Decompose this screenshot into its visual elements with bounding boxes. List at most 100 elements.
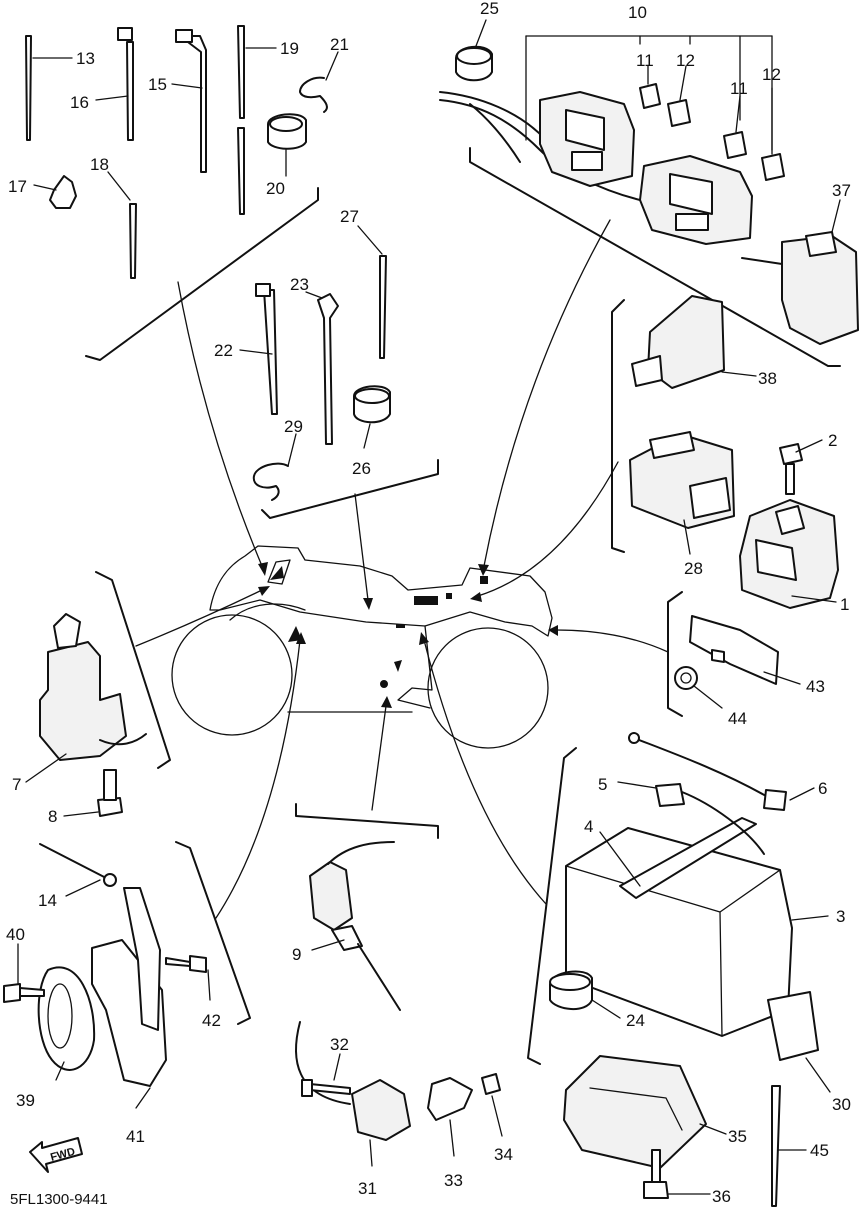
relays-group [629, 295, 839, 609]
screw-8 [63, 769, 123, 817]
callout-11a: 11 [636, 51, 654, 70]
cable-tie-15 [171, 29, 207, 173]
switch-31 [351, 1079, 411, 1167]
damper-12b [761, 87, 785, 181]
callout-23: 23 [290, 275, 309, 294]
clamp-24 [549, 970, 621, 1019]
relay-38 [631, 295, 757, 389]
clamp-21 [299, 51, 339, 113]
collar-34 [481, 1073, 503, 1137]
callout-13: 13 [76, 49, 95, 68]
callout-33: 33 [444, 1171, 463, 1190]
battery-band-4 [599, 817, 757, 899]
bolt-32 [301, 1053, 351, 1097]
callout-28: 28 [684, 559, 703, 578]
callout-32: 32 [330, 1035, 349, 1054]
damper-plate-43 [689, 615, 801, 685]
ignitor-unit-1 [539, 91, 635, 187]
clamp-29 [252, 433, 297, 501]
horn-group [3, 843, 211, 1109]
callout-18: 18 [90, 155, 109, 174]
callout-2: 2 [828, 431, 837, 450]
cable-tie-19 [237, 25, 277, 215]
grommet-20 [267, 113, 307, 177]
band-and-holder-group [239, 225, 391, 501]
callout-36: 36 [712, 1187, 731, 1206]
callout-26: 26 [352, 459, 371, 478]
damper-12a [667, 65, 691, 127]
cable-tie-22 [239, 283, 278, 415]
lead-wire [295, 1021, 351, 1105]
callout-27: 27 [340, 207, 359, 226]
callout-1: 1 [840, 595, 849, 614]
clamp-25 [455, 19, 493, 82]
callout-38: 38 [758, 369, 777, 388]
callout-11b: 11 [730, 79, 748, 98]
leader-arrows [135, 219, 669, 919]
bracket-33 [427, 1077, 473, 1157]
callout-8: 8 [48, 807, 57, 826]
callout-42: 42 [202, 1011, 221, 1030]
callout-40: 40 [6, 925, 25, 944]
nut-44 [674, 666, 723, 709]
main-switch-7 [25, 613, 147, 783]
clamp-26 [353, 385, 391, 449]
callout-5: 5 [598, 775, 607, 794]
main-switch-group [25, 613, 147, 817]
callout-24: 24 [626, 1011, 645, 1030]
callout-21: 21 [330, 35, 349, 54]
callout-17: 17 [8, 177, 27, 196]
callout-45: 45 [810, 1141, 829, 1160]
callout-12a: 12 [676, 51, 695, 70]
cable-tie-27 [357, 225, 387, 359]
callout-44: 44 [728, 709, 747, 728]
negative-lead-5 [617, 781, 765, 855]
cable-tie-16 [95, 27, 134, 141]
lead-wire-14 [39, 843, 117, 897]
starter-relay-1 [739, 499, 839, 609]
rubber-cap-11a [639, 65, 661, 109]
callout-20: 20 [266, 179, 285, 198]
motorcycle-outline [171, 545, 553, 749]
callout-22: 22 [214, 341, 233, 360]
positive-lead-6 [628, 732, 815, 811]
ignitor-unit-2 [639, 155, 753, 245]
callout-25: 25 [480, 0, 499, 18]
callout-39: 39 [16, 1091, 35, 1110]
callout-10: 10 [628, 3, 647, 22]
callout-16: 16 [70, 93, 89, 112]
callout-6: 6 [818, 779, 827, 798]
cap-30 [767, 991, 831, 1093]
callout-9: 9 [292, 945, 301, 964]
callout-numbers: 1 2 3 4 5 6 7 8 9 10 11 11 12 12 13 14 1… [6, 0, 851, 1206]
callout-31: 31 [358, 1179, 377, 1198]
bands-and-clamps-group [25, 25, 339, 279]
cable-tie-45 [771, 1085, 807, 1207]
sensor-group [309, 841, 401, 1011]
cable-tie-18 [107, 171, 137, 279]
cable-tie-13 [25, 35, 73, 141]
callout-15: 15 [148, 75, 167, 94]
callout-34: 34 [494, 1145, 513, 1164]
relay-28 [629, 431, 735, 555]
bolt-2 [779, 439, 823, 495]
ecu-and-relay-group [439, 19, 859, 345]
callout-29: 29 [284, 417, 303, 436]
rectifier-regulator-35 [563, 1055, 727, 1169]
bolt-36 [643, 1149, 711, 1199]
callout-30: 30 [832, 1095, 851, 1114]
forward-arrow-icon: FWD [29, 1137, 83, 1173]
callout-12b: 12 [762, 65, 781, 84]
callout-14: 14 [38, 891, 57, 910]
callout-37: 37 [832, 181, 851, 200]
plate-group [674, 615, 801, 709]
callout-41: 41 [126, 1127, 145, 1146]
sensor-switch-group [295, 1021, 503, 1167]
callout-brackets [85, 147, 841, 1065]
callout-7: 7 [12, 775, 21, 794]
rubber-cap-11b [723, 95, 747, 159]
clip-17 [33, 175, 77, 209]
horn-bracket-41 [91, 887, 167, 1109]
bolt-42 [165, 955, 211, 1001]
